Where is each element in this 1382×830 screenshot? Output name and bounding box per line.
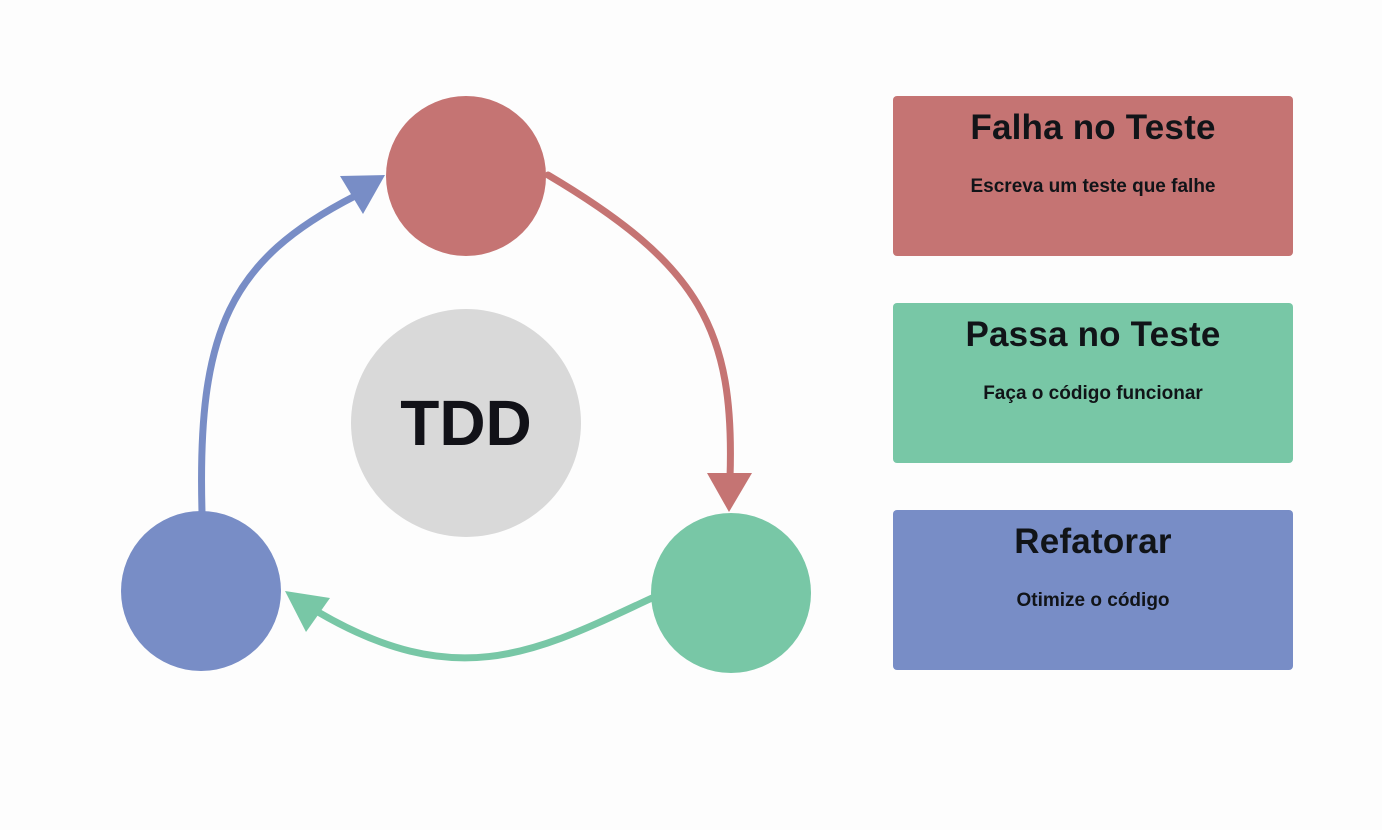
arrow-refactor-to-fail — [198, 192, 359, 516]
step-title-fail: Falha no Teste — [970, 108, 1216, 147]
arrow-fail-to-pass — [544, 171, 734, 482]
step-card-pass: Passa no Teste Faça o código funcionar — [893, 303, 1293, 463]
arrow-pass-to-refactor — [314, 594, 656, 662]
step-title-pass: Passa no Teste — [965, 315, 1221, 354]
refactor-node — [121, 511, 281, 671]
pass-node — [651, 513, 811, 673]
step-description-refactor: Otimize o código — [1016, 590, 1170, 611]
step-card-refactor: Refatorar Otimize o código — [893, 510, 1293, 670]
step-description-pass: Faça o código funcionar — [983, 383, 1203, 404]
arrowhead-fail-to-pass — [707, 473, 752, 512]
fail-node — [386, 96, 546, 256]
step-title-refactor: Refatorar — [1014, 522, 1172, 561]
step-description-fail: Escreva um teste que falhe — [970, 176, 1216, 197]
tdd-cycle-diagram: TDD — [121, 96, 811, 673]
arrowhead-refactor-to-fail — [340, 175, 385, 214]
step-card-fail: Falha no Teste Escreva um teste que falh… — [893, 96, 1293, 256]
center-label: TDD — [400, 387, 532, 459]
arrowhead-pass-to-refactor — [285, 591, 330, 632]
center-node — [351, 309, 581, 537]
